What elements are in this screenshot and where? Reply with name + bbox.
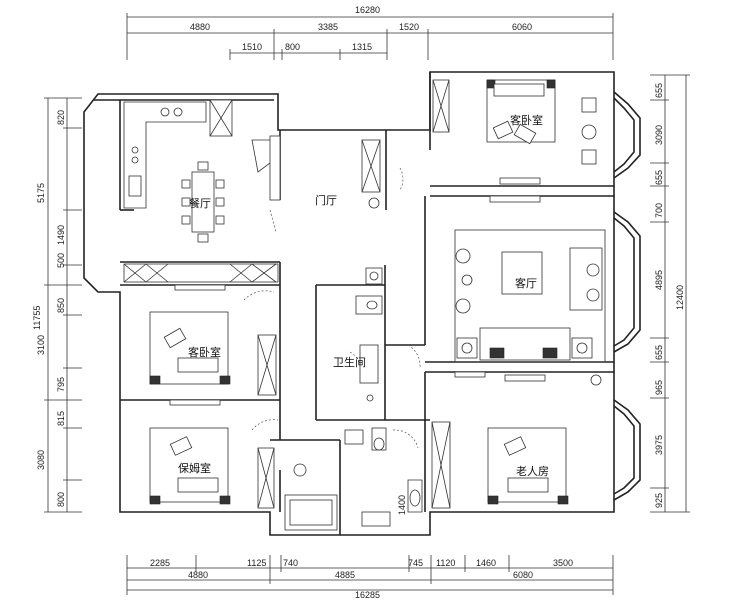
dim-right-1: 655 [654, 83, 664, 98]
dim-left-4: 820 [56, 110, 66, 125]
wardrobe-elder [431, 421, 451, 509]
dim-top-5: 1510 [242, 42, 262, 52]
dim-left-9: 815 [56, 411, 66, 426]
bathroom-fixtures [284, 267, 423, 531]
dim-top-1: 4880 [190, 22, 210, 32]
windows [169, 177, 546, 406]
room-label-foyer: 门厅 [315, 193, 337, 207]
dim-bot-3: 740 [283, 558, 298, 568]
dim-bot-8: 4880 [188, 570, 208, 580]
dim-left-7: 850 [56, 298, 66, 313]
room-labels: 餐厅 门厅 客卧室 客厅 客卧室 卫生间 保姆室 老人房 1400 [178, 113, 549, 515]
dim-top-7: 1315 [352, 42, 372, 52]
dim-bot-5: 1120 [436, 558, 455, 568]
room-label-living: 客厅 [515, 276, 537, 290]
shoe-cabinet [251, 135, 380, 209]
dim-right-3: 655 [654, 170, 664, 185]
dim-top-3: 1520 [399, 22, 419, 32]
dim-bot-6: 1460 [476, 558, 496, 568]
room-label-dining: 餐厅 [189, 196, 211, 210]
wardrobe-foyer [361, 139, 381, 193]
dim-left-6: 500 [56, 253, 66, 268]
dim-right-8: 3975 [654, 435, 664, 455]
dim-bot-4: 745 [408, 558, 423, 568]
dim-bot-total: 16285 [355, 590, 380, 600]
dim-left-1: 5175 [36, 183, 46, 203]
left-dimensions: 11755 5175 3100 3080 820 1490 500 850 79… [32, 97, 82, 513]
dim-right-6: 655 [654, 345, 664, 360]
living-set [454, 229, 606, 386]
bed-top-right [486, 79, 597, 165]
dim-bot-10: 6080 [513, 570, 533, 580]
room-label-guest-top: 客卧室 [510, 113, 543, 127]
bottom-dimensions: 2285 1125 740 745 1120 1460 3500 4880 48… [126, 555, 614, 600]
room-label-nanny: 保姆室 [178, 461, 211, 475]
dim-left-5: 1490 [56, 225, 66, 245]
kitchen-counter [123, 101, 207, 209]
dim-bot-2: 1125 [247, 558, 266, 568]
wardrobe-left-bedroom [257, 334, 277, 396]
dining-table [181, 161, 225, 243]
bed-elder [487, 427, 569, 505]
wardrobe-nanny [257, 447, 275, 509]
dim-left-3: 3080 [36, 450, 46, 470]
dim-left-10: 800 [56, 492, 66, 507]
top-dimensions: 16280 4880 3385 1520 6060 1510 800 1315 [126, 5, 614, 60]
dim-top-2: 3385 [318, 22, 338, 32]
dim-right-total: 12400 [675, 285, 685, 310]
cabinet-strip-dining [123, 263, 279, 283]
room-label-bathroom: 卫生间 [333, 355, 366, 369]
dim-right-9: 925 [654, 493, 664, 508]
right-dimensions: 655 3090 655 700 4895 655 965 3975 925 1… [650, 74, 690, 513]
wardrobe-top-bedroom [432, 79, 450, 133]
dim-bot-7: 3500 [553, 558, 573, 568]
bed-nanny [149, 427, 231, 505]
doors [243, 167, 421, 449]
bay-windows [613, 91, 641, 501]
dim-left-8: 795 [56, 377, 66, 392]
room-label-elder: 老人房 [516, 465, 549, 478]
dim-top-total: 16280 [355, 5, 380, 15]
dim-top-6: 800 [285, 42, 300, 52]
dim-bot-9: 4885 [335, 570, 355, 580]
dim-right-5: 4895 [654, 270, 664, 290]
dim-right-4: 700 [654, 203, 664, 218]
dim-bot-1: 2285 [150, 558, 170, 568]
wardrobes [123, 79, 451, 509]
room-label-guest-left: 客卧室 [188, 345, 221, 359]
bed-left-guest [149, 311, 231, 385]
dim-left-total: 11755 [32, 306, 42, 330]
dim-inner-1400: 1400 [397, 495, 407, 515]
dim-left-2: 3100 [36, 335, 46, 355]
dim-top-4: 6060 [512, 22, 532, 32]
dim-right-2: 3090 [654, 125, 664, 145]
wardrobe-dining [209, 99, 233, 137]
dim-right-7: 965 [654, 380, 664, 395]
